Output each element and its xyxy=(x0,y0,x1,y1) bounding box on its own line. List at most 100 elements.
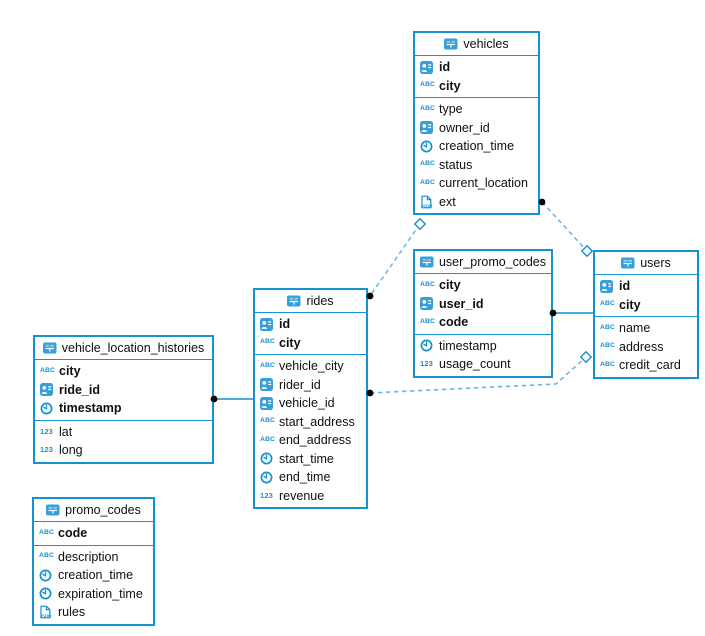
columns-section: 123 lat 123 long xyxy=(35,419,212,462)
text-type-icon: ABC xyxy=(39,528,55,536)
text-type-icon: ABC xyxy=(420,160,436,168)
column-name: vehicle_city xyxy=(279,359,344,374)
uuid-id-icon xyxy=(40,383,57,397)
column-name: id xyxy=(279,317,291,332)
table-icon xyxy=(621,257,635,269)
column-name: ride_id xyxy=(59,382,100,397)
uuid-id-icon xyxy=(420,60,437,74)
timestamp-clock-icon xyxy=(40,402,57,415)
text-type-icon: ABC xyxy=(260,361,276,369)
table-icon xyxy=(444,38,458,50)
timestamp-clock-icon xyxy=(420,339,437,352)
column-name: rider_id xyxy=(279,377,321,392)
column-name: code xyxy=(58,526,88,541)
text-type-icon: ABC xyxy=(600,360,616,368)
table-header: user_promo_codes xyxy=(415,251,551,274)
column-name: status xyxy=(439,157,473,172)
column-row-start_time: start_time xyxy=(255,450,366,469)
column-name: id xyxy=(619,279,631,294)
table-header: promo_codes xyxy=(34,499,153,522)
text-type-icon: ABC xyxy=(260,417,276,425)
column-row-long: 123 long xyxy=(35,441,212,460)
text-type-icon: ABC xyxy=(260,338,276,346)
json-doc-icon: JSON xyxy=(420,195,437,209)
table-icon xyxy=(42,342,57,354)
timestamp-clock-icon xyxy=(420,140,437,153)
text-type-icon: ABC xyxy=(600,342,616,350)
column-name: end_address xyxy=(279,433,352,448)
column-name: end_time xyxy=(279,470,331,485)
column-name: start_address xyxy=(279,414,355,429)
column-name: start_time xyxy=(279,451,334,466)
column-name: timestamp xyxy=(59,401,122,416)
connection-diamond-marker xyxy=(413,217,427,231)
column-row-creation_time: creation_time xyxy=(415,137,538,156)
uuid-id-icon xyxy=(260,317,277,331)
table-header: vehicles xyxy=(415,33,538,56)
column-row-rider_id: rider_id xyxy=(255,376,366,395)
column-name: code xyxy=(439,315,469,330)
text-type-icon: ABC xyxy=(420,317,436,325)
column-name: city xyxy=(619,297,641,312)
text-type-icon: ABC xyxy=(420,81,436,89)
column-row-expiration_time: expiration_time xyxy=(34,585,153,604)
table-title: users xyxy=(640,256,671,270)
json-doc-icon: JSON xyxy=(39,605,56,619)
column-name: lat xyxy=(59,424,73,439)
number-type-icon: 123 xyxy=(40,426,53,436)
table-header: users xyxy=(595,252,697,275)
text-type-icon: ABC xyxy=(600,300,616,308)
text-type-icon: ABC xyxy=(260,435,276,443)
uuid-id-icon xyxy=(600,279,617,293)
column-name: rules xyxy=(58,605,86,620)
column-row-end_time: end_time xyxy=(255,468,366,487)
column-name: vehicle_id xyxy=(279,396,335,411)
number-type-icon: 123 xyxy=(40,445,53,455)
table-icon xyxy=(287,295,301,307)
column-name: current_location xyxy=(439,176,528,191)
column-name: id xyxy=(439,60,451,75)
connection-diamond-marker xyxy=(579,350,593,364)
column-row-owner_id: owner_id xyxy=(415,119,538,138)
column-name: city xyxy=(439,78,461,93)
column-name: name xyxy=(619,321,651,336)
table-title: user_promo_codes xyxy=(438,255,546,269)
table-title: vehicles xyxy=(463,37,509,51)
column-name: owner_id xyxy=(439,120,490,135)
column-row-timestamp: timestamp xyxy=(415,337,551,356)
column-name: creation_time xyxy=(58,568,134,583)
column-row-id: id xyxy=(255,315,366,334)
column-name: description xyxy=(58,549,119,564)
connection-diamond-marker xyxy=(580,244,594,258)
table-icon xyxy=(46,504,60,516)
table-icon xyxy=(419,256,434,268)
uuid-id-icon xyxy=(260,378,277,392)
column-name: long xyxy=(59,443,83,458)
svg-text:JSON: JSON xyxy=(40,614,51,619)
